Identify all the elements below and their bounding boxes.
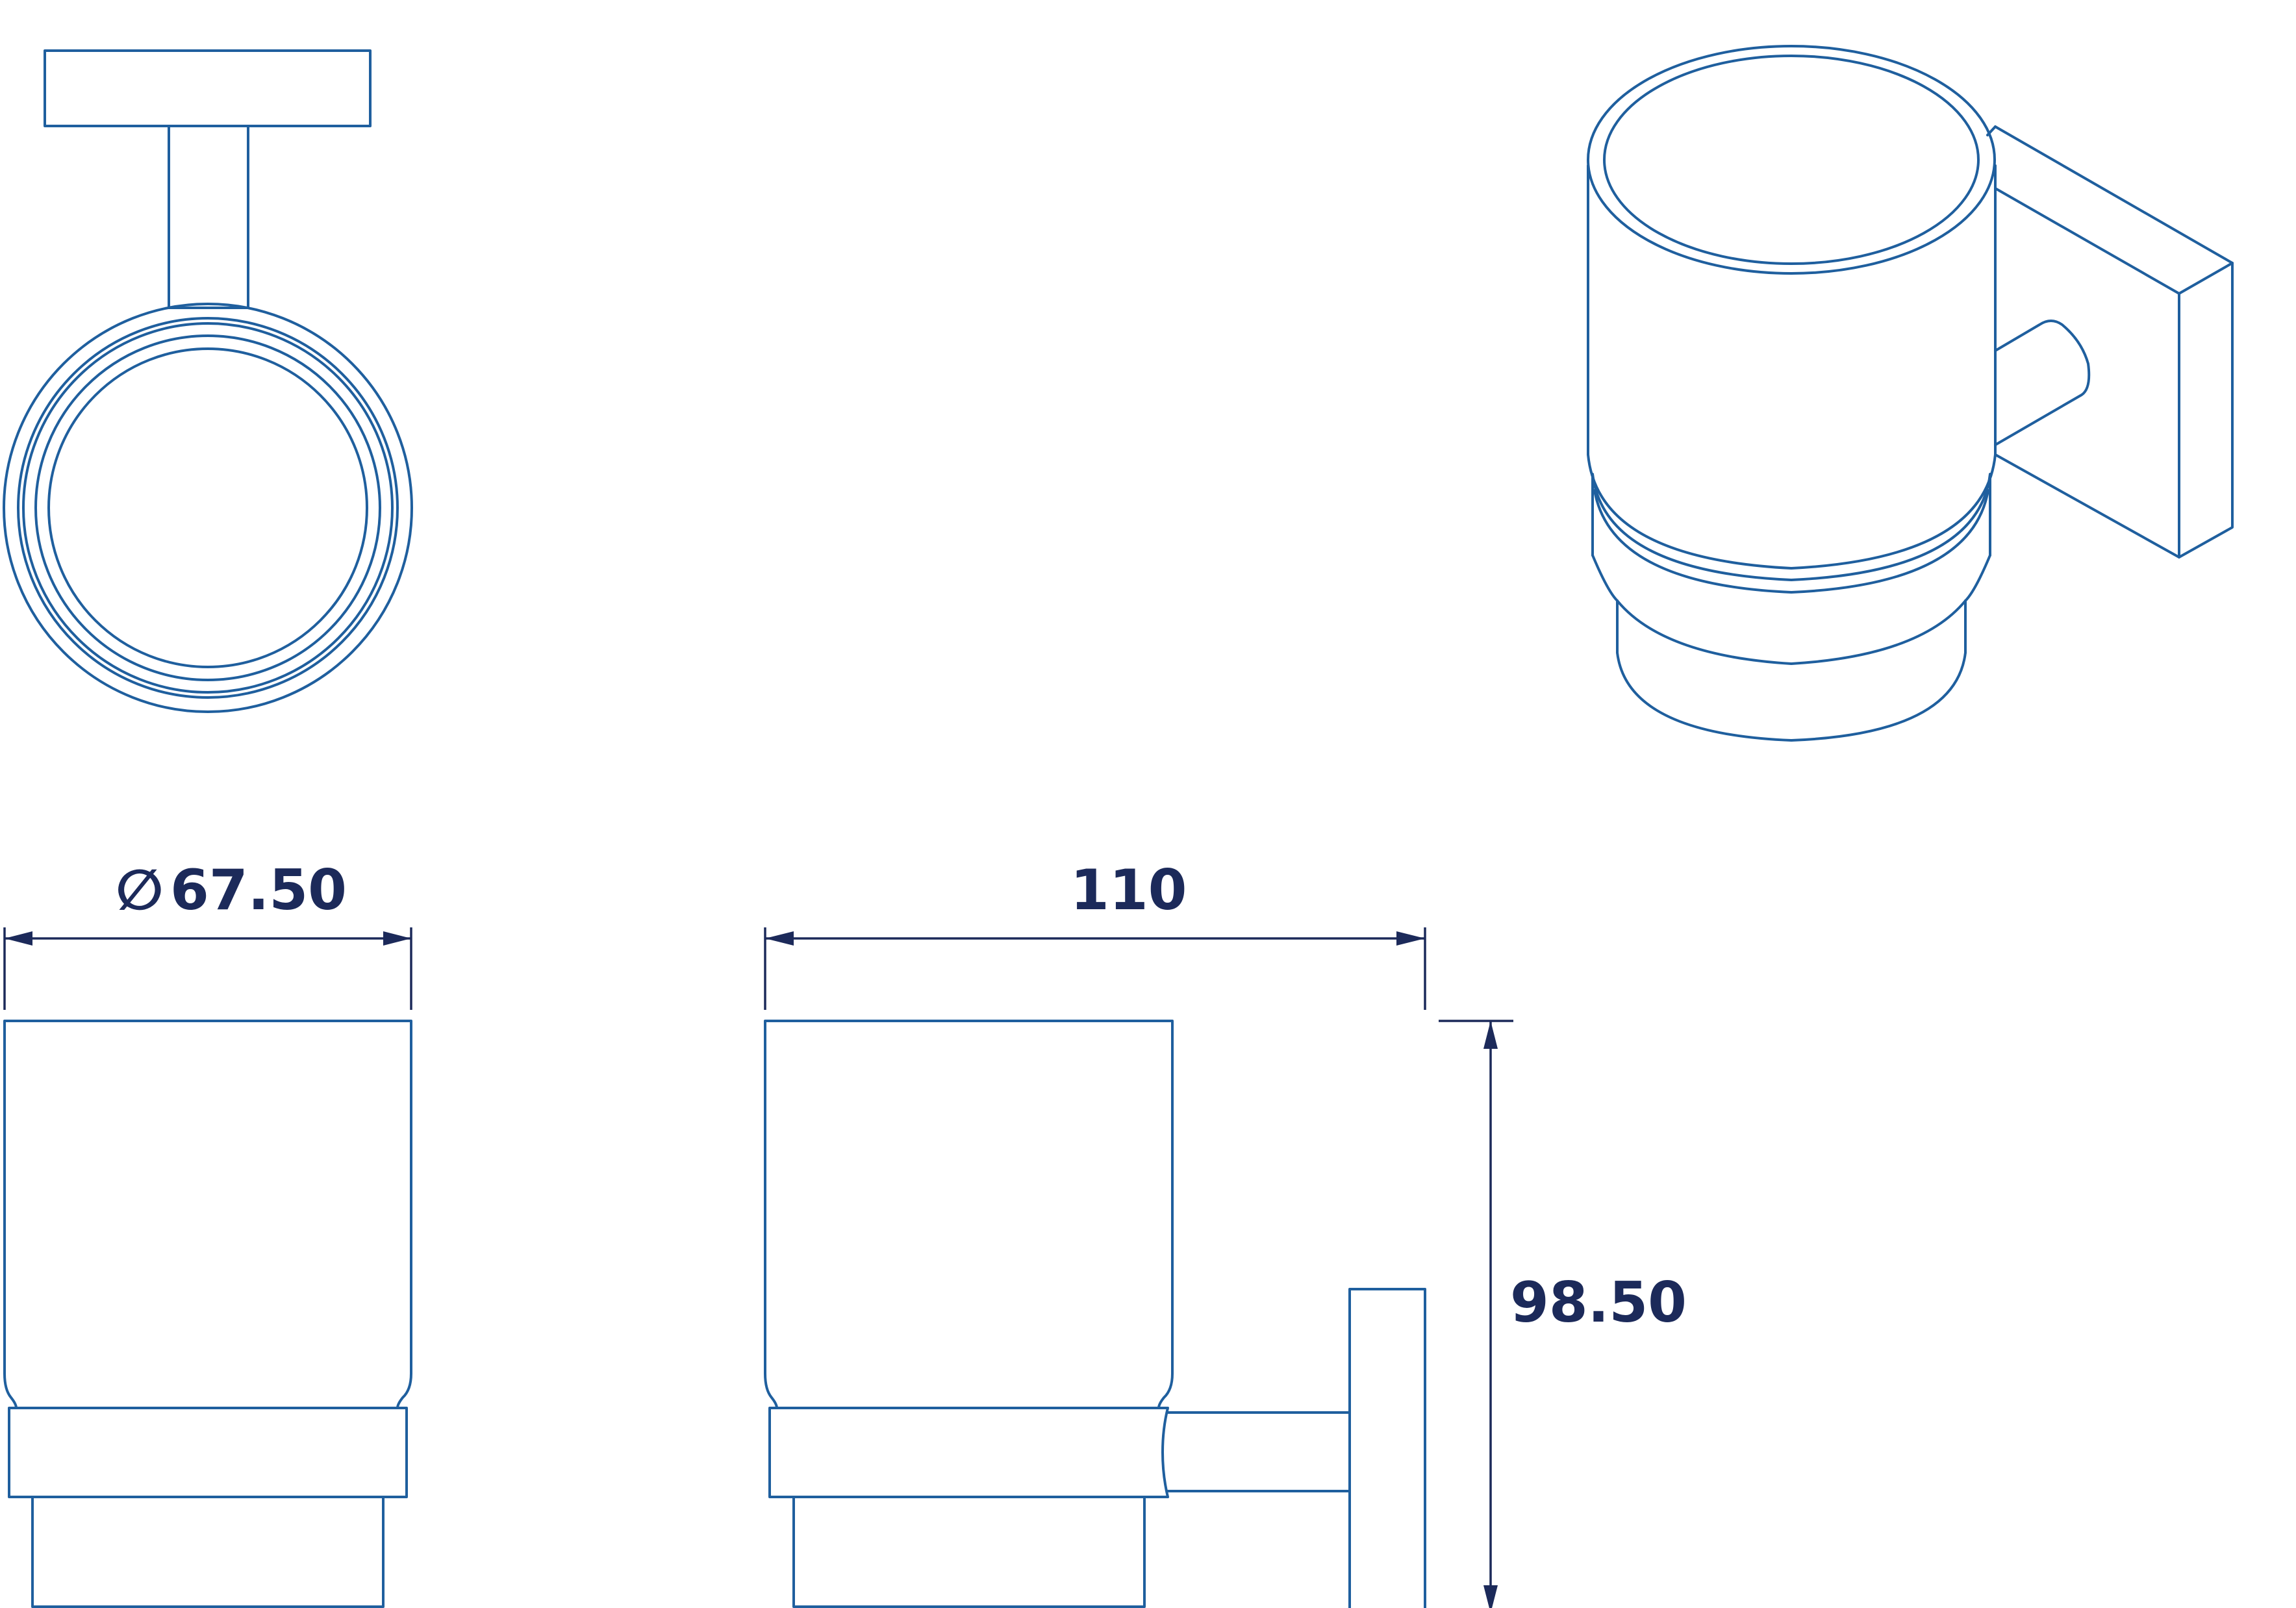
side-view-holder-ring [768,1407,1169,1498]
top-view-inner-ring [47,347,368,668]
side-view-cup [764,1020,1174,1409]
top-view-arm [168,125,249,309]
top-view-outer-ring [3,303,413,713]
iso-wall-plate-front [2178,262,2234,559]
height-arrow-top [1483,1021,1498,1049]
iso-holder-ring-1 [1591,473,1991,581]
top-view-ring-3 [22,322,394,694]
isometric-view [1587,45,2234,742]
iso-base-bottom [1616,651,1967,742]
diameter-arrow-left [5,931,32,946]
height-label: 98.50 [1510,1270,1687,1335]
iso-wall-plate-top [1994,125,2234,295]
height-dimension: 98.50 [1439,1020,1687,1608]
iso-holder-under [1616,599,1967,665]
diameter-dimension: ∅ 67.50 [3,858,412,1010]
iso-holder-ring-2 [1593,489,1989,594]
front-view-base [31,1496,385,1608]
iso-arm [1994,320,2091,446]
length-arrow-left [765,931,794,946]
length-arrow-right [1396,931,1425,946]
front-view-cup [3,1020,412,1409]
top-view-wall-plate [44,49,372,127]
length-label: 110 [1070,858,1187,923]
top-view [3,49,413,713]
side-view-base [792,1496,1146,1608]
side-view [764,1020,1426,1608]
iso-cup-rim-outer [1587,45,1996,275]
height-arrow-bottom [1483,1585,1498,1608]
front-view-holder-ring [8,1407,408,1498]
diameter-symbol: ∅ [116,858,164,923]
top-view-ring-2 [17,317,399,699]
iso-holder-bottom-curve-r [1964,554,1991,602]
iso-cup-rim-inner [1603,55,1980,265]
diameter-arrow-right [383,931,411,946]
top-view-ring-4 [34,334,381,681]
diameter-label: 67.50 [170,858,347,923]
iso-holder-bottom-curve [1591,554,1619,602]
length-dimension: 110 [764,858,1426,1010]
iso-cup-bottom-curve [1587,453,1997,570]
side-view-wall-plate [1348,1288,1426,1608]
front-view [3,1020,412,1608]
iso-wall-plate-bottom [1994,453,2180,559]
